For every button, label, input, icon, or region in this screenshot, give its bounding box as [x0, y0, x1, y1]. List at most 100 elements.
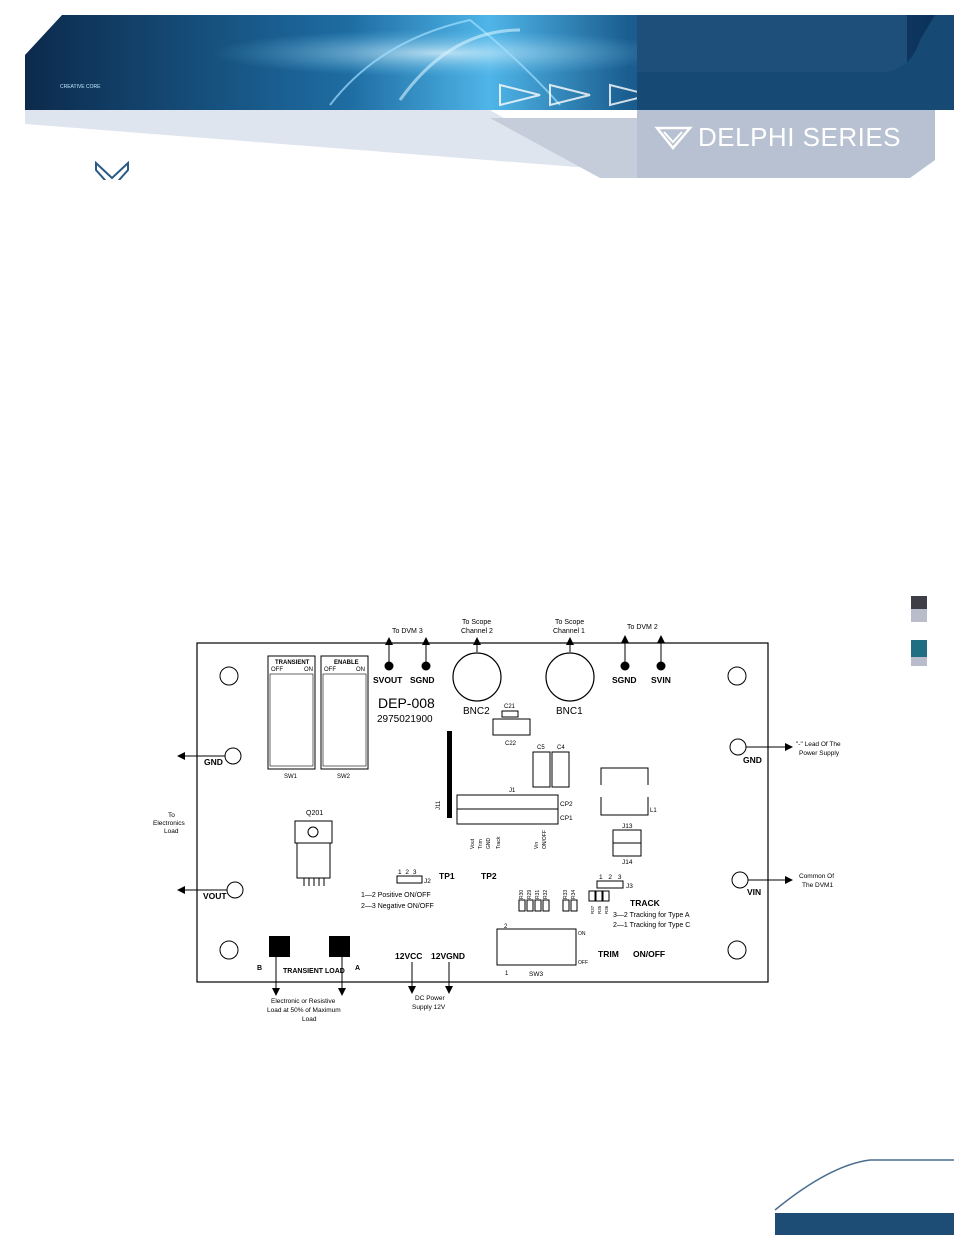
header-band-left — [25, 110, 590, 168]
label-q201: Q201 — [306, 810, 323, 817]
label-r36: R36 — [604, 905, 609, 914]
sw3-pin1: 1 — [505, 971, 509, 977]
label-cp1: CP1 — [560, 815, 573, 822]
terminal-vin — [731, 871, 749, 889]
side-tab-1-dark — [911, 596, 927, 609]
transistor-q201-hole — [307, 826, 319, 838]
label-r29: R29 — [527, 890, 533, 899]
mounting-hole — [727, 666, 747, 686]
switch-sw2-inner — [322, 673, 367, 767]
label-to-load-2: Electronics — [153, 820, 186, 827]
label-onoff: ON/OFF — [633, 949, 665, 959]
jumper-j2 — [396, 875, 423, 884]
label-l1: L1 — [650, 808, 657, 814]
terminal-svout — [384, 661, 394, 671]
terminal-svin — [656, 661, 666, 671]
label-to-dvm3: To DVM 3 — [392, 628, 423, 635]
label-psu-1: "-" Lead Of The — [796, 741, 841, 748]
label-bnc1: BNC1 — [556, 706, 583, 717]
j1-pin-gnd: GND — [486, 838, 492, 850]
label-dvm1-2: The DVM1 — [802, 882, 833, 889]
track-option-2: 2—1 Tracking for Type C — [613, 922, 690, 929]
terminal-gnd-right — [729, 738, 747, 756]
sw3-off: OFF — [578, 960, 588, 966]
label-r37: R37 — [590, 905, 595, 914]
header-band-mid — [490, 118, 637, 178]
sw1-name: SW1 — [284, 774, 298, 780]
header-band-right — [637, 110, 935, 178]
sw1-title: TRANSIENT — [275, 660, 310, 666]
label-r32: R32 — [543, 890, 549, 899]
mounting-hole — [219, 666, 239, 686]
label-dcps-1: DC Power — [415, 995, 445, 1002]
label-to-load-1: To — [168, 812, 175, 819]
label-scope-ch1-1: To Scope — [555, 619, 584, 626]
sw2-name: SW2 — [337, 774, 351, 780]
side-tab-2 — [911, 640, 927, 666]
label-scope-ch1-2: Channel 1 — [553, 628, 585, 635]
label-j11: J11 — [436, 800, 442, 810]
label-scope-ch2-1: To Scope — [462, 619, 491, 626]
capacitor-c22 — [492, 718, 531, 736]
sw2-title: ENABLE — [334, 660, 359, 666]
label-load-b: B — [257, 965, 262, 972]
label-c21: C21 — [504, 704, 516, 710]
j2-option-1: 1—2 Positive ON/OFF — [361, 892, 431, 899]
label-gnd-left: GND — [204, 757, 223, 767]
sw3-on: ON — [578, 931, 586, 937]
inductor-l1 — [600, 767, 649, 816]
label-12vcc: 12VCC — [395, 951, 422, 961]
j1-pin-track: Track — [496, 836, 502, 849]
label-eload-1: Electronic or Resistive — [271, 998, 336, 1005]
side-tab-2-dark — [911, 640, 927, 657]
track-option-1: 3—2 Tracking for Type A — [613, 912, 690, 919]
label-dcps-2: Supply 12V — [412, 1004, 446, 1011]
chevron-down-icon — [95, 160, 129, 180]
switch-sw2 — [320, 655, 369, 770]
label-transient-load: TRANSIENT LOAD — [283, 968, 345, 975]
label-to-load-3: Load — [164, 828, 179, 835]
j1-pin-vin: Vin — [534, 842, 540, 849]
label-vout: VOUT — [203, 891, 227, 901]
capacitor-c21 — [501, 710, 519, 718]
resistor — [570, 899, 578, 912]
mounting-hole — [727, 940, 747, 960]
label-sw3: SW3 — [529, 971, 543, 978]
bnc1-connector — [545, 652, 595, 702]
label-to-dvm2: To DVM 2 — [627, 624, 658, 631]
board-part-number: 2975021900 — [377, 714, 433, 725]
terminal-sgnd-right — [620, 661, 630, 671]
resistor — [595, 890, 603, 902]
label-sgnd-right: SGND — [612, 675, 637, 685]
label-eload-3: Load — [302, 1016, 317, 1023]
load-terminal-b — [269, 936, 290, 957]
resistor — [542, 899, 550, 912]
resistor — [602, 890, 610, 902]
j3-pins: 1 2 3 — [599, 874, 623, 881]
label-r33: R33 — [563, 890, 569, 899]
switch-sw1 — [267, 655, 316, 770]
sw2-on: ON — [356, 667, 365, 673]
resistor — [562, 899, 570, 912]
resistor — [534, 899, 542, 912]
footer-bar — [775, 1213, 954, 1235]
label-tp2: TP2 — [481, 871, 497, 881]
transistor-q201 — [294, 820, 333, 844]
label-12vgnd: 12VGND — [431, 951, 465, 961]
j1-pin-vout: Vout — [470, 838, 476, 849]
label-c22: C22 — [505, 741, 517, 747]
label-j14: J14 — [622, 859, 633, 866]
label-r34: R34 — [571, 890, 577, 899]
label-j3: J3 — [626, 883, 633, 890]
terminal-vout — [226, 881, 244, 899]
j2-option-2: 2—3 Negative ON/OFF — [361, 903, 434, 910]
label-r30: R30 — [519, 890, 525, 899]
switch-sw1-inner — [269, 673, 314, 767]
track-title: TRACK — [630, 898, 661, 908]
side-tab-1-light — [911, 609, 927, 622]
header-banner: CREATIVE CORE DELPHI SERIES — [25, 15, 954, 180]
label-c5: C5 — [537, 745, 545, 751]
resistor — [518, 899, 526, 912]
label-svin: SVIN — [651, 675, 671, 685]
